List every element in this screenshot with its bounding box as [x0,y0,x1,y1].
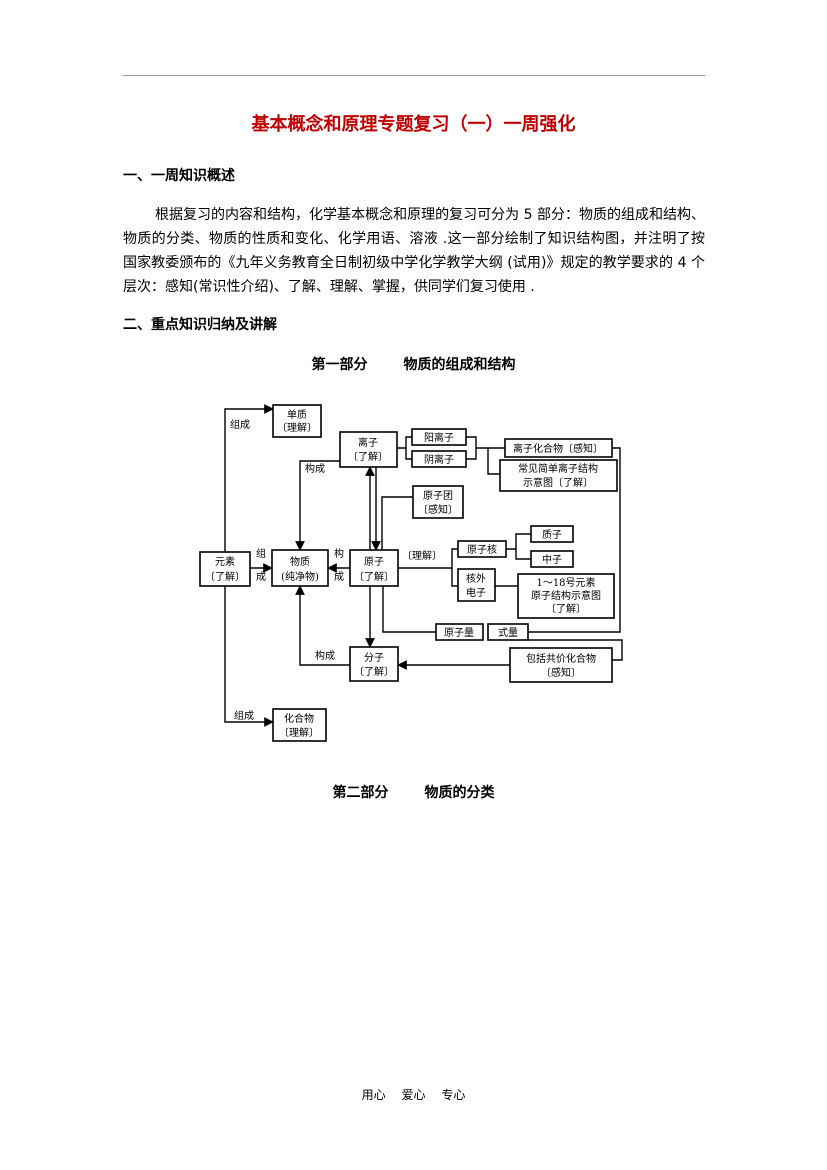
box-lizihuahewu: 离子化合物〔感知〕 [504,438,613,458]
box-yuanzituan: 原子团 〔感知〕 [412,485,464,519]
section-heading-key-points: 二、重点知识归纳及讲解 [123,317,277,333]
overview-paragraph: 根据复习的内容和结构，化学基本概念和原理的复习可分为 5 部分：物质的组成和结构… [123,207,705,295]
huahewu-label: 化合物 [284,712,314,725]
lizi-level: 〔了解〕 [348,450,388,463]
box-gongjiahuahewu: 包括共价化合物 〔感知〕 [509,647,613,683]
huahewu-level: 〔理解〕 [279,726,319,739]
shiliang-label: 式量 [498,626,518,639]
lizijiegou-line2: 示意图〔了解〕 [523,476,593,489]
header-rule [123,75,705,76]
label-zu: 组 [256,547,266,560]
gongjia-line1: 包括共价化合物 [526,652,596,665]
hewaidianzi-line1: 核外 [466,572,486,585]
box-yuansu: 元素 〔了解〕 [199,551,251,587]
box-yanglizi: 阳离子 [411,428,467,446]
part-two-name: 物质的分类 [424,785,495,801]
lizi-label: 离子 [358,436,378,449]
box-danzhi: 单质 〔理解〕 [272,404,322,438]
box-zhizi: 质子 [530,525,574,543]
wuzhi-label: 物质 [290,555,310,568]
box-hewaidianzi: 核外 电子 [457,568,496,602]
part-one-name: 物质的组成和结构 [403,357,516,373]
label-yuanzi-lijie: 〔理解〕 [402,549,442,562]
label-goucheng-top: 构成 [305,462,325,475]
danzhi-label: 单质 [287,409,307,421]
yuanzituan-label: 原子团 [423,490,453,502]
label-goucheng-bottom: 构成 [315,649,335,662]
part-two-heading: 第二部分 物质的分类 [0,782,827,802]
box-huahewu: 化合物 〔理解〕 [272,708,327,742]
box-lizijiegou: 常见简单离子结构 示意图〔了解〕 [499,459,618,492]
label-gou: 构 [334,547,344,560]
footer-word-3: 专心 [441,1088,466,1102]
label-zucheng-bottom: 组成 [234,709,254,722]
yuanzi-label: 原子 [364,556,384,568]
fenzi-level: 〔了解〕 [354,665,394,678]
wuzhi-note: (纯净物) [281,570,319,583]
yanglizi-label: 阳离子 [424,431,454,444]
box-zhongzi: 中子 [530,550,574,568]
part-one-number: 第一部分 [311,357,368,373]
yinlizi-label: 阴离子 [424,453,454,466]
box-yuanzihe: 原子核 [457,540,507,558]
yuanzi-level: 〔了解〕 [354,570,394,583]
yuanzihe-label: 原子核 [467,543,497,556]
label-zucheng-top: 组成 [230,418,250,431]
gongjia-line2: 〔感知〕 [541,666,581,679]
danzhi-level: 〔理解〕 [277,421,317,434]
part-two-number: 第二部分 [332,785,389,801]
part-one-heading: 第一部分 物质的组成和结构 [0,354,827,374]
zhizi-label: 质子 [542,529,562,541]
yuansu-level: 〔了解〕 [205,570,245,583]
yuanzijiegou-line1: 1～18号元素 [536,576,595,589]
yuanzijiegou-line3: 〔了解〕 [546,602,586,615]
box-yuanzijiegou: 1～18号元素 原子结构示意图 〔了解〕 [517,573,615,619]
box-yuanziliang: 原子量 [435,623,484,641]
label-cheng-right: 成 [334,571,344,583]
page-title: 基本概念和原理专题复习（一）一周强化 [251,114,576,135]
footer-word-1: 用心 [361,1088,386,1102]
yuanziliang-label: 原子量 [444,627,474,639]
footer-word-2: 爱心 [401,1088,426,1102]
diagram-connectors [224,404,623,727]
box-fenzi: 分子 〔了解〕 [349,646,399,682]
box-yinlizi: 阴离子 [411,450,467,468]
box-yuanzi: 原子 〔了解〕 [349,549,399,587]
yuanzituan-level: 〔感知〕 [418,503,458,516]
page-footer: 用心 爱心 专心 [0,1086,827,1103]
fenzi-label: 分子 [364,652,384,664]
lizijiegou-line1: 常见简单离子结构 [518,462,598,475]
lizihuahewu-label: 离子化合物〔感知〕 [513,442,603,455]
yuansu-label: 元素 [215,555,235,568]
section-heading-overview: 一、一周知识概述 [123,168,235,184]
box-wuzhi: 物质 (纯净物) [271,549,329,587]
knowledge-structure-diagram: 单质 〔理解〕 离子 〔了解〕 阳离子 阴离子 离子化合物〔感知〕 常见简单离子… [199,404,623,742]
box-lizi: 离子 〔了解〕 [339,431,398,468]
zhongzi-label: 中子 [542,553,562,566]
yuanzijiegou-line2: 原子结构示意图 [531,589,601,602]
hewaidianzi-line2: 电子 [466,586,486,599]
label-cheng-left: 成 [256,571,266,583]
box-shiliang: 式量 [487,623,529,641]
